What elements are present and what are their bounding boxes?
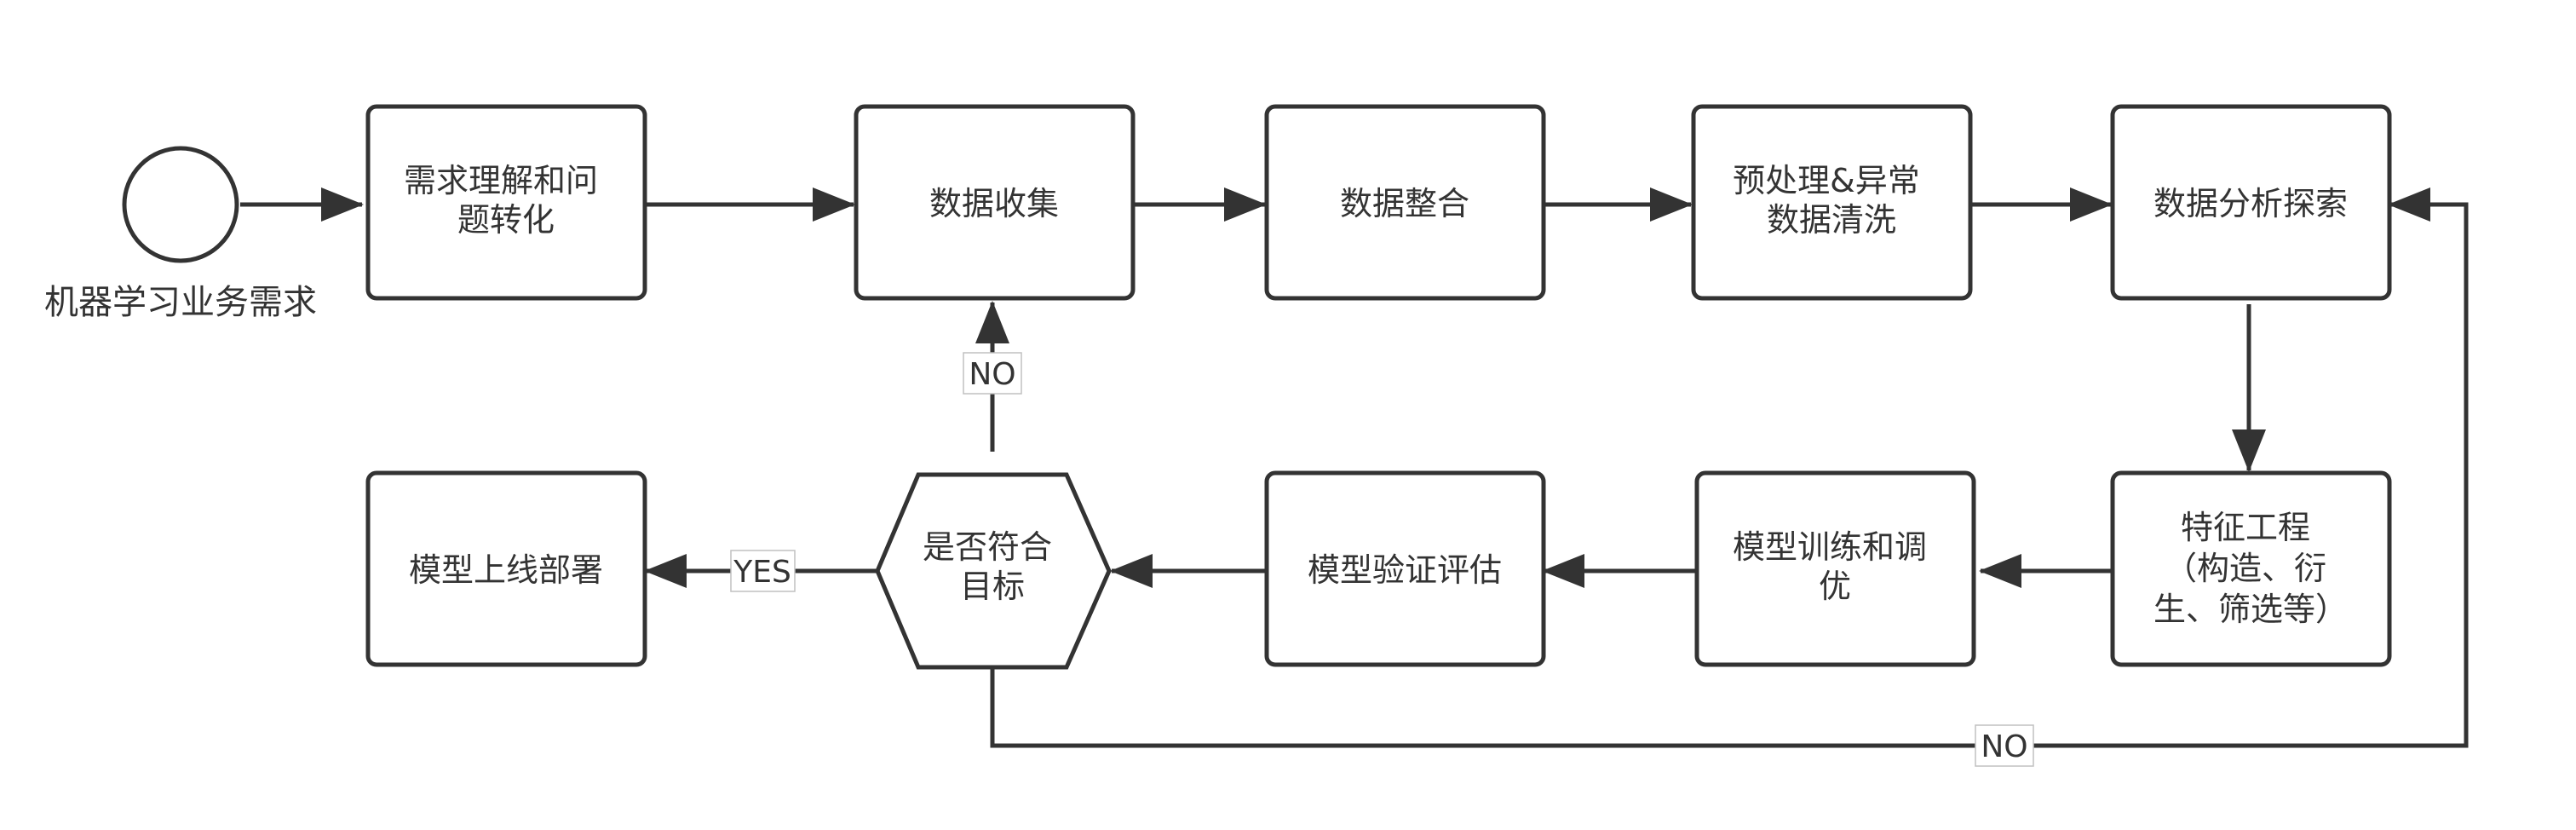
edge-label-yes: YES (730, 550, 796, 592)
edge-label-no-up-text: NO (969, 357, 1015, 392)
feature-label: 特征工程 （构造、衍 生、筛选等） (2153, 509, 2348, 628)
deploy-label: 模型上线部署 (409, 551, 603, 589)
node-collect: 数据收集 (854, 104, 1136, 301)
node-understand: 需求理解和问 题转化 (365, 104, 647, 301)
node-decision: 是否符合 目标 (875, 472, 1112, 670)
edge-label-no-loop-bg (1975, 724, 2034, 767)
understand-box (365, 104, 647, 301)
understand-label: 需求理解和问 题转化 (404, 162, 608, 239)
integrate-label: 数据整合 (1340, 185, 1469, 222)
validate-box (1264, 470, 1546, 667)
clean-line-2: 数据清洗 (1767, 201, 1896, 239)
edges (240, 187, 2469, 748)
decision-line-2: 目标 (960, 568, 1025, 605)
feature-line-3: 生、筛选等） (2153, 591, 2348, 628)
feature-line-2: （构造、衍 (2165, 550, 2326, 587)
node-clean: 预处理&异常 数据清洗 (1691, 104, 1973, 301)
edge-label-no-up-bg (963, 352, 1022, 395)
collect-box (854, 104, 1136, 301)
explore-label: 数据分析探索 (2153, 185, 2348, 222)
edge-label-yes-text: YES (733, 555, 791, 590)
start-node: 机器学习业务需求 (44, 146, 317, 322)
node-validate: 模型验证评估 (1264, 470, 1546, 667)
edge-label-no-up: NO (963, 352, 1022, 395)
node-deploy: 模型上线部署 (365, 470, 647, 667)
collect-label: 数据收集 (929, 185, 1059, 222)
validate-label: 模型验证评估 (1308, 551, 1502, 589)
edge-decision-to-explore-loop (990, 187, 2469, 748)
node-integrate: 数据整合 (1264, 104, 1546, 301)
node-explore: 数据分析探索 (2110, 104, 2392, 301)
node-feature: 特征工程 （构造、衍 生、筛选等） (2110, 470, 2392, 667)
deploy-box (365, 470, 647, 667)
understand-line-1: 需求理解和问 (404, 162, 598, 199)
decision-hexagon (875, 472, 1112, 670)
start-label: 机器学习业务需求 (44, 283, 317, 322)
train-label: 模型训练和调 优 (1733, 528, 1937, 605)
decision-label: 是否符合 目标 (923, 528, 1062, 605)
train-line-1: 模型训练和调 (1733, 528, 1927, 566)
feature-line-1: 特征工程 (2181, 509, 2310, 546)
clean-line-1: 预处理&异常 (1733, 162, 1920, 199)
integrate-box (1264, 104, 1546, 301)
start-circle (122, 146, 239, 263)
clean-box (1691, 104, 1973, 301)
node-train: 模型训练和调 优 (1694, 470, 1976, 667)
train-line-2: 优 (1819, 568, 1851, 605)
edge-label-no-loop: NO (1975, 724, 2034, 767)
understand-line-2: 题转化 (457, 201, 555, 239)
edge-label-no-loop-text: NO (1981, 729, 2027, 764)
decision-line-1: 是否符合 (923, 528, 1052, 566)
explore-box (2110, 104, 2392, 301)
feature-box (2110, 470, 2392, 667)
clean-label: 预处理&异常 数据清洗 (1733, 162, 1930, 239)
edge-label-yes-bg (730, 550, 796, 592)
train-box (1694, 470, 1976, 667)
